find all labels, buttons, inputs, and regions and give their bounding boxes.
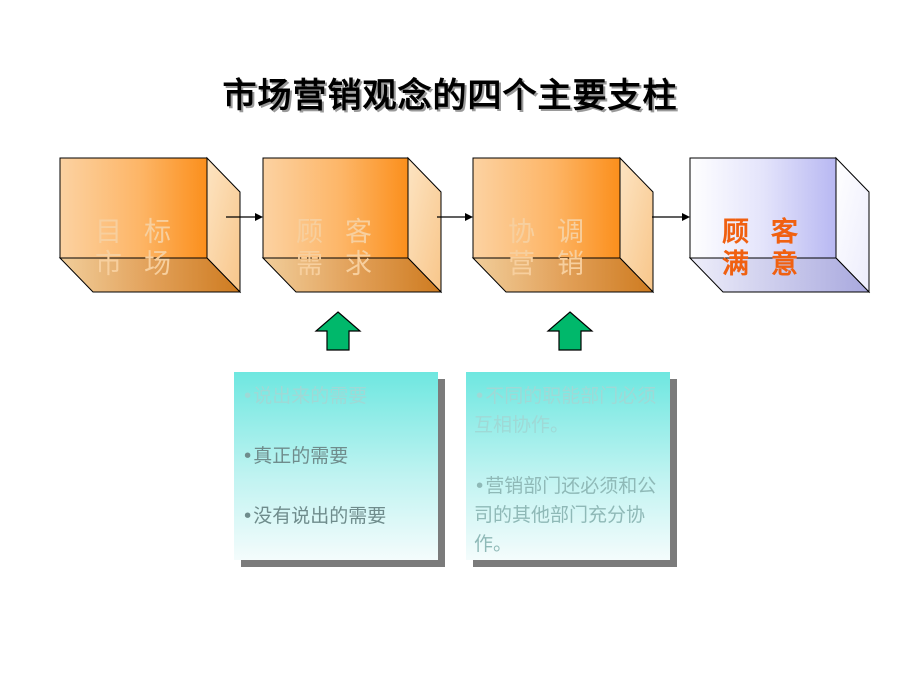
box-customer-needs-label: 顾客 需求 — [296, 217, 394, 280]
arrow-3-to-4 — [652, 213, 690, 221]
box-target-market — [58, 156, 242, 294]
box-customer-satisfaction-label: 顾客 满意 — [722, 217, 820, 280]
note-item-spoken-needs: •说出来的需要 — [242, 385, 368, 407]
arrow-1-to-2 — [226, 213, 263, 221]
diagram-title: 市场营销观念的四个主要支柱 — [222, 76, 678, 116]
note-item-departments-cooperate: •不同的职能部门必须互相协作。 — [474, 385, 657, 436]
note-customer-needs: •说出来的需要 •真正的需要 •没有说出的需要 — [234, 372, 438, 560]
box-customer-needs — [261, 156, 443, 294]
box-coordinated-marketing — [471, 156, 655, 294]
box-target-market-label: 目标 市场 — [95, 217, 193, 280]
note-item-marketing-cooperates: •营销部门还必须和公司的其他部门充分协作。 — [474, 475, 657, 555]
note-item-unspoken-needs: •没有说出的需要 — [242, 505, 387, 527]
box-coordinated-marketing-label: 协调 营销 — [508, 217, 606, 280]
note-coordinated-marketing: •不同的职能部门必须互相协作。 •营销部门还必须和公司的其他部门充分协作。 — [466, 372, 670, 560]
arrow-2-to-3 — [437, 213, 473, 221]
note-item-real-needs: •真正的需要 — [242, 445, 349, 467]
box-customer-satisfaction — [688, 156, 871, 294]
up-arrow-customer-needs — [314, 311, 362, 351]
up-arrow-coordinated-marketing — [546, 311, 594, 351]
